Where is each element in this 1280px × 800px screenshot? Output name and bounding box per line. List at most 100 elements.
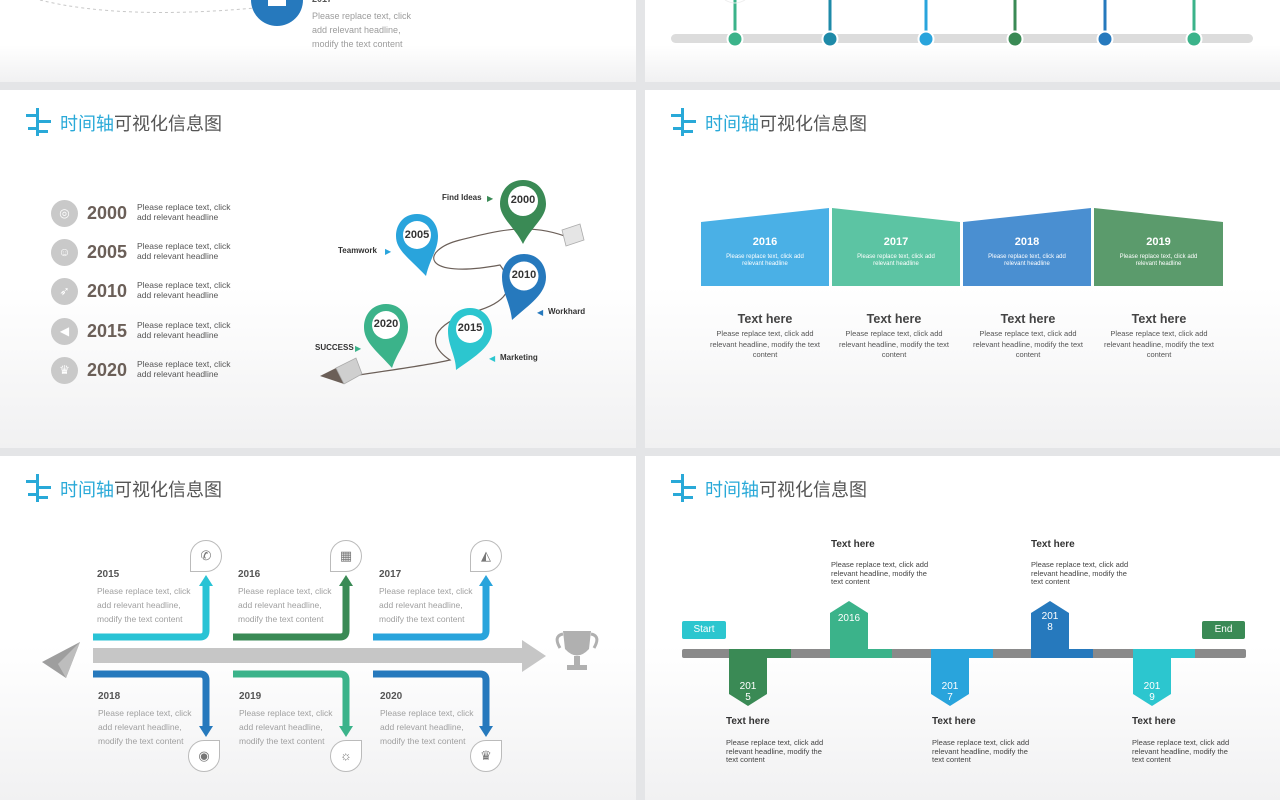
column-desc: Please replace text, click add relevant …: [988, 254, 1066, 267]
event-desc: Please replace text, click add relevant …: [932, 738, 1030, 764]
slide-column-timeline[interactable]: 时间轴可视化信息图 2016 Please replace text, clic…: [645, 90, 1280, 448]
slide-arrow-timeline[interactable]: 时间轴可视化信息图: [0, 456, 636, 800]
column-desc: Please replace text, click add relevant …: [726, 254, 804, 267]
pointer-icon: ▶: [355, 344, 362, 353]
pointer-icon: ▶: [385, 247, 392, 256]
timeline-node-4: [1006, 0, 1024, 48]
year-label: 2015: [87, 321, 128, 341]
column-heading: Text here: [866, 312, 922, 326]
chart-icon: ◭: [470, 540, 502, 572]
timeline-node-6: [1185, 0, 1203, 48]
pin-label: SUCCESS: [315, 343, 354, 352]
event-desc: Please replace text, click add relevant …: [726, 738, 824, 764]
event-heading: Text here: [726, 716, 770, 727]
title-rest: 可视化信息图: [759, 114, 867, 135]
timeline-logo-icon: [26, 108, 51, 136]
column-text: Text here Please replace text, click add…: [968, 312, 1088, 361]
column-desc: Please replace text, click add relevant …: [857, 254, 935, 267]
map-pin-2020: [364, 304, 408, 368]
timeline-node-5: [1096, 0, 1114, 48]
users-icon: ☺: [51, 239, 78, 266]
map-pin-2005: [396, 214, 438, 276]
title-accent: 时间轴: [60, 480, 114, 501]
column-body: Please replace text, click add relevant …: [972, 329, 1084, 359]
pointer-icon: ◀: [489, 354, 496, 363]
pin-label: Find Ideas: [442, 193, 482, 202]
event-heading: Text here: [1031, 539, 1075, 550]
map-pin-2010: [502, 254, 546, 320]
column-text: Text here Please replace text, click add…: [1099, 312, 1219, 361]
slide-pin-timeline[interactable]: 时间轴可视化信息图 ◎ 2000 Please replace text, cl…: [0, 90, 636, 448]
item-desc: Please replace text, click add relevant …: [97, 586, 191, 624]
pin-label: Marketing: [500, 353, 538, 362]
year-label: 2005: [87, 242, 128, 262]
description-text: Please replace text, click add relevant …: [312, 11, 412, 49]
megaphone-icon: ◀: [51, 318, 78, 345]
map-pin-2015: [448, 308, 492, 370]
pencil-tip-icon: [320, 357, 363, 385]
column-heading: Text here: [1131, 312, 1187, 326]
item-desc: Please replace text, click add relevant …: [379, 586, 473, 624]
year-badge: 201 9: [1143, 681, 1161, 703]
item-year: 2020: [380, 691, 403, 702]
section-title: 时间轴可视化信息图: [60, 476, 222, 502]
rocket-icon: ➶: [51, 278, 78, 305]
event-desc: Please replace text, click add relevant …: [831, 560, 929, 586]
calendar-icon: ▦: [330, 540, 362, 572]
timeline-node-3: [917, 0, 935, 48]
globe-icon: ◉: [188, 740, 220, 772]
column-year: 2019: [1146, 236, 1171, 248]
timeline-node-1: [726, 0, 744, 48]
year-badge: 201 8: [1041, 611, 1059, 633]
timeline-logo-icon: [671, 474, 696, 502]
pin-year: 2005: [404, 229, 430, 241]
item-desc: Please replace text, click add relevant …: [239, 708, 333, 746]
badge-timeline-track: [682, 601, 1246, 706]
pin-year: 2015: [457, 322, 483, 334]
column-header: 2017 Please replace text, click add rele…: [832, 208, 960, 286]
pencil-path-graphic: [320, 223, 585, 385]
start-tag: Start: [682, 621, 726, 639]
year-label: 2017: [312, 0, 332, 4]
column-year: 2016: [752, 236, 778, 248]
end-tag: End: [1202, 621, 1245, 639]
item-desc: Please replace text, click add relevant …: [238, 586, 332, 624]
pointer-icon: ▶: [487, 194, 494, 203]
item-year: 2019: [239, 691, 262, 702]
item-year: 2018: [98, 691, 121, 702]
item-year: 2017: [379, 569, 402, 580]
timeline-node-2: [821, 0, 839, 48]
year-badge: 201 5: [739, 681, 757, 703]
year-badge: 201 7: [941, 681, 959, 703]
lightbulb-icon: ☼: [330, 740, 362, 772]
timeline-logo-icon: [26, 474, 51, 502]
column-text: Text here Please replace text, click add…: [705, 312, 825, 361]
row-description: Please replace text, click add relevant …: [137, 359, 231, 379]
section-title: 时间轴可视化信息图: [705, 110, 867, 136]
pin-year: 2010: [511, 269, 537, 281]
row-description: Please replace text, click add relevant …: [137, 241, 231, 261]
item-desc: Please replace text, click add relevant …: [380, 708, 474, 746]
column-header: 2019 Please replace text, click add rele…: [1094, 208, 1223, 286]
lightbulb-icon: ◎: [51, 200, 78, 227]
slide-top-left[interactable]: 2017 Please replace text, click add rele…: [0, 0, 636, 82]
pin-label: Workhard: [548, 307, 586, 316]
arrow-diagram: [42, 575, 599, 737]
map-pin-2000: [500, 180, 546, 244]
pencil-end-icon: [561, 223, 585, 247]
event-heading: Text here: [1132, 716, 1176, 727]
column-heading: Text here: [1000, 312, 1056, 326]
year-label: 2000: [87, 203, 128, 223]
slide-badge-timeline[interactable]: 时间轴可视化信息图 Start End 2016 201 8 201 5 201…: [645, 456, 1280, 800]
trophy-icon: ♛: [470, 740, 502, 772]
pin-year: 2020: [373, 318, 399, 330]
event-heading: Text here: [831, 539, 875, 550]
item-desc: Please replace text, click add relevant …: [98, 708, 192, 746]
slide-top-right[interactable]: [645, 0, 1280, 82]
section-title: 时间轴可视化信息图: [705, 476, 867, 502]
event-heading: Text here: [932, 716, 976, 727]
event-desc: Please replace text, click add relevant …: [1031, 560, 1129, 586]
row-description: Please replace text, click add relevant …: [137, 202, 231, 222]
column-year: 2018: [1014, 236, 1040, 248]
